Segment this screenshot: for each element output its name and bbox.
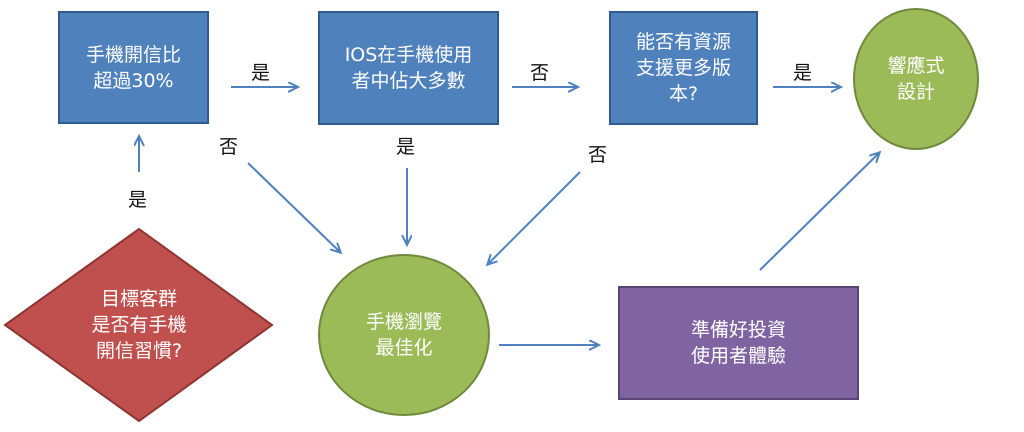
node-mobile-opt xyxy=(318,254,490,416)
node-audience xyxy=(3,227,274,423)
node-responsive xyxy=(853,8,979,150)
node-open-rate xyxy=(58,11,209,124)
edge-label-resources-to-responsive: 是 xyxy=(793,62,813,84)
node-ux-invest xyxy=(618,286,859,400)
edge-label-open-to-mobile: 否 xyxy=(219,136,239,158)
edge-label-ios-to-mobile: 是 xyxy=(396,136,416,158)
node-resources xyxy=(609,11,758,125)
edge-label-ios-to-resources: 否 xyxy=(530,62,550,84)
node-ios-majority xyxy=(318,11,499,125)
edge-resources-to-mobile xyxy=(488,171,581,264)
edge-ux-to-responsive xyxy=(759,153,879,271)
edge-label-resources-to-mobile: 否 xyxy=(588,144,608,166)
edge-label-open-to-ios: 是 xyxy=(251,62,271,84)
edge-label-audience-to-open: 是 xyxy=(128,189,148,211)
edge-open-to-mobile xyxy=(247,162,340,252)
